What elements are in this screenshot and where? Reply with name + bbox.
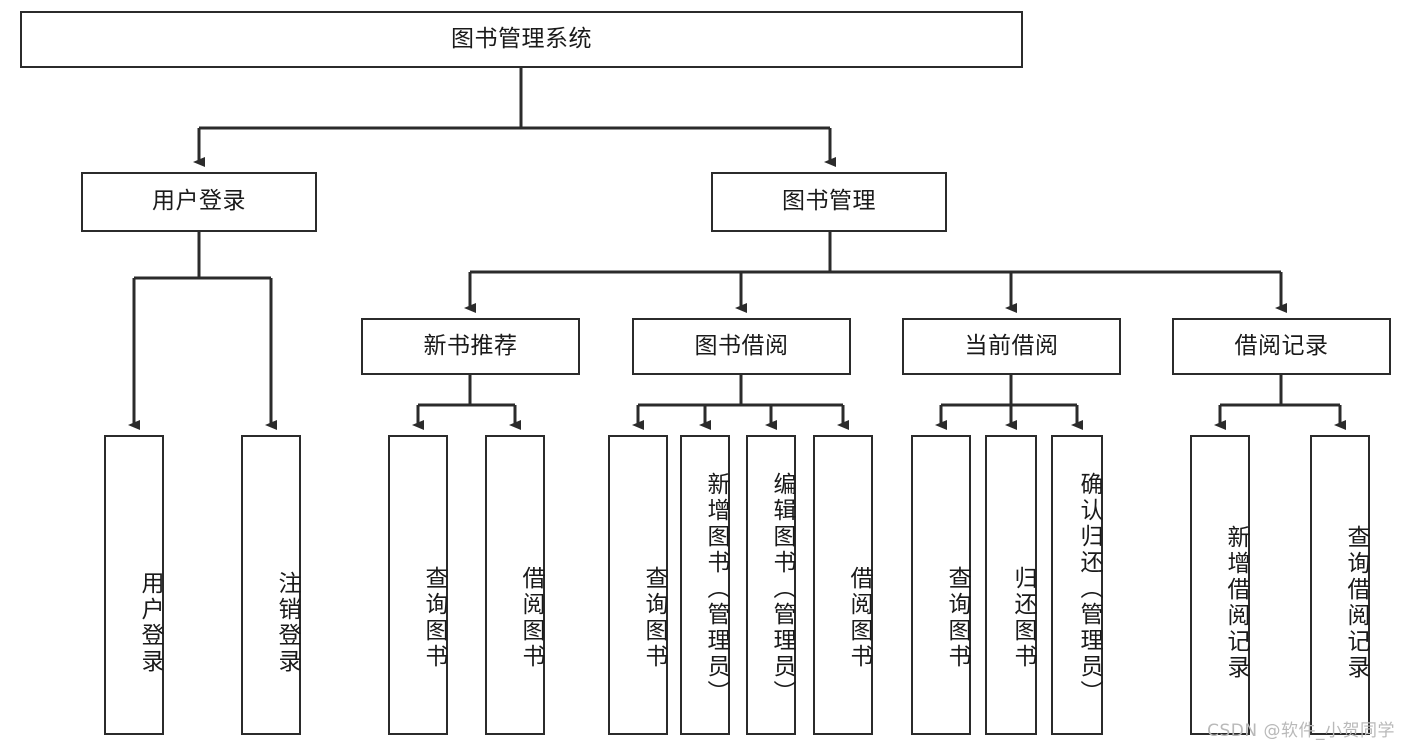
node-current-borrow-label: 当前借阅 <box>964 332 1059 359</box>
node-user-login-label: 用户登录 <box>152 188 246 215</box>
csdn-watermark: CSDN @软件_小贺同学 <box>1207 721 1395 741</box>
node-new-book-rec[interactable]: 新书推荐 <box>361 318 580 375</box>
node-book-borrow[interactable]: 图书借阅 <box>632 318 851 375</box>
node-leaf-add-record[interactable]: 新增借阅记录 <box>1190 435 1250 735</box>
node-leaf-query-book-3-label: 查询图书 <box>944 565 970 670</box>
node-leaf-user-login-label: 用户登录 <box>137 570 163 675</box>
node-leaf-query-record[interactable]: 查询借阅记录 <box>1310 435 1370 735</box>
node-leaf-borrow-book-1-label: 借阅图书 <box>518 565 544 670</box>
node-leaf-user-login[interactable]: 用户登录 <box>104 435 164 735</box>
node-leaf-borrow-book-2-label: 借阅图书 <box>846 565 872 670</box>
node-new-book-rec-label: 新书推荐 <box>423 332 518 359</box>
node-leaf-query-book-1-label: 查询图书 <box>421 565 447 670</box>
node-leaf-add-record-label: 新增借阅记录 <box>1223 524 1249 681</box>
node-user-login[interactable]: 用户登录 <box>81 172 317 232</box>
node-leaf-query-book-3[interactable]: 查询图书 <box>911 435 971 735</box>
node-leaf-add-book-admin-label: 新增图书（管理员） <box>703 472 729 706</box>
node-leaf-query-book-1[interactable]: 查询图书 <box>388 435 448 735</box>
node-borrow-record[interactable]: 借阅记录 <box>1172 318 1391 375</box>
node-leaf-return-book-label: 归还图书 <box>1010 565 1036 670</box>
node-leaf-borrow-book-2[interactable]: 借阅图书 <box>813 435 873 735</box>
node-book-borrow-label: 图书借阅 <box>694 332 789 359</box>
node-current-borrow[interactable]: 当前借阅 <box>902 318 1121 375</box>
node-leaf-borrow-book-1[interactable]: 借阅图书 <box>485 435 545 735</box>
node-leaf-query-book-2[interactable]: 查询图书 <box>608 435 668 735</box>
node-leaf-confirm-return-admin[interactable]: 确认归还（管理员） <box>1051 435 1103 735</box>
node-leaf-query-record-label: 查询借阅记录 <box>1343 524 1369 681</box>
node-book-manage-label: 图书管理 <box>782 188 876 215</box>
node-leaf-confirm-return-admin-label: 确认归还（管理员） <box>1076 472 1102 706</box>
node-leaf-logout-label: 注销登录 <box>274 570 300 675</box>
node-root-label: 图书管理系统 <box>451 25 592 52</box>
node-leaf-edit-book-admin-label: 编辑图书（管理员） <box>769 472 795 706</box>
node-borrow-record-label: 借阅记录 <box>1234 332 1329 359</box>
node-leaf-add-book-admin[interactable]: 新增图书（管理员） <box>680 435 730 735</box>
node-leaf-query-book-2-label: 查询图书 <box>641 565 667 670</box>
node-leaf-edit-book-admin[interactable]: 编辑图书（管理员） <box>746 435 796 735</box>
node-leaf-logout[interactable]: 注销登录 <box>241 435 301 735</box>
node-book-manage[interactable]: 图书管理 <box>711 172 947 232</box>
node-root[interactable]: 图书管理系统 <box>20 11 1023 68</box>
node-leaf-return-book[interactable]: 归还图书 <box>985 435 1037 735</box>
